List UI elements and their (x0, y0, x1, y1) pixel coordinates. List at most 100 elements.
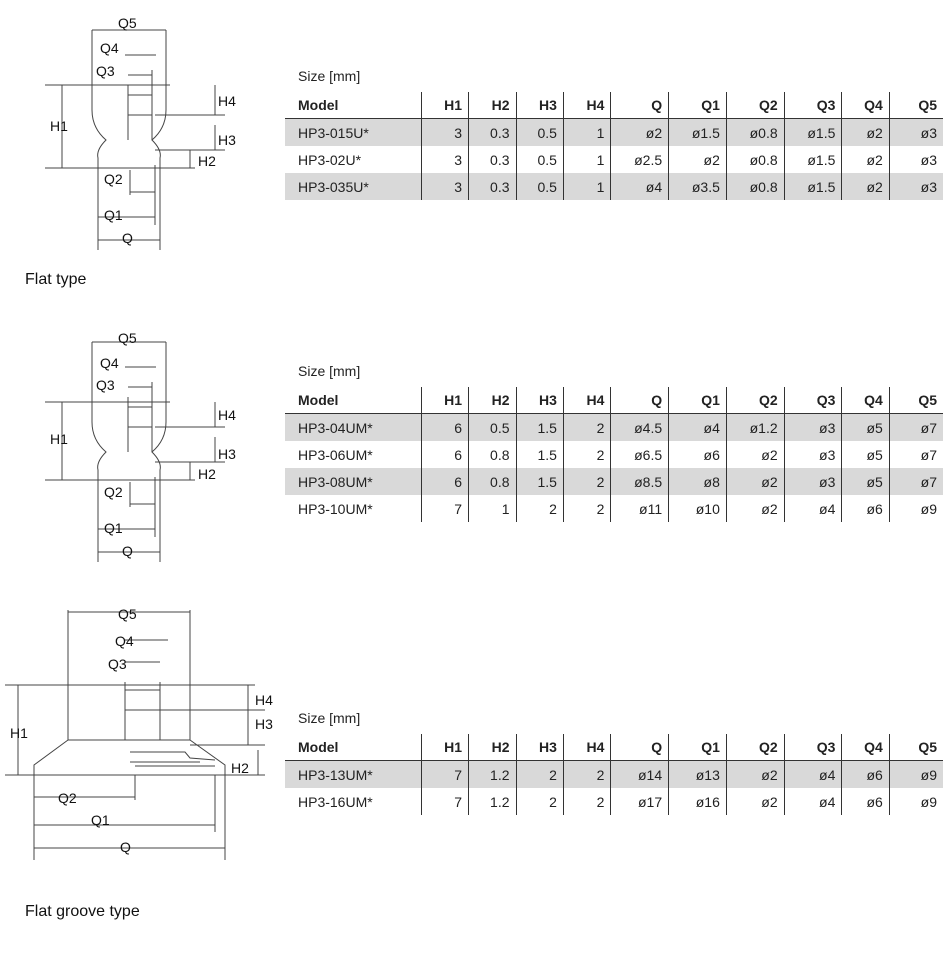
cell-h2: 0.3 (468, 118, 516, 146)
cell-h3: 1.5 (515, 468, 564, 495)
cell-q2: ø1.2 (725, 413, 785, 441)
header-h3: H3 (515, 387, 564, 414)
header-model: Model (285, 387, 422, 414)
dim-q4: Q4 (115, 633, 134, 649)
dim-h3: H3 (255, 716, 273, 732)
cell-model: HP3-16UM* (298, 793, 373, 810)
header-q3: Q3 (783, 92, 842, 119)
table-row: HP3-13UM* 7 1.2 2 2 ø14 ø13 ø2 ø4 ø6 ø9 (285, 760, 943, 788)
dim-h3: H3 (218, 132, 236, 148)
cell-model: HP3-035U* (285, 173, 422, 200)
cell-h3: 1.5 (515, 413, 564, 441)
section-caption-flat: Flat type (25, 271, 87, 288)
cell-q: ø14 (610, 760, 669, 788)
dim-q4: Q4 (100, 355, 119, 371)
flat-type-m-diagram: Q5 Q4 Q3 H4 H1 H3 H2 Q2 Q1 Q (0, 312, 280, 572)
cell-h2: 1 (468, 495, 516, 522)
cell-h2: 1.2 (468, 760, 516, 788)
cell-q: ø11 (610, 495, 669, 522)
spec-table-flat: Size [mm] Model H1 H2 H3 H4 Q Q1 Q2 Q3 Q… (285, 68, 943, 200)
size-label: Size [mm] (298, 710, 361, 726)
cell-q3: ø3 (783, 413, 842, 441)
cell-q: ø2 (610, 118, 669, 146)
cell-model: HP3-13UM* (285, 760, 422, 788)
dim-q1: Q1 (104, 520, 123, 536)
table-row: HP3-02U* 3 0.3 0.5 1 ø2.5 ø2 ø0.8 ø1.5 ø… (285, 146, 943, 173)
cell-h3: 0.5 (515, 118, 564, 146)
dim-q: Q (122, 543, 133, 559)
cell-model: HP3-015U* (285, 118, 422, 146)
cell-q3: ø3 (783, 468, 842, 495)
cell-h1: 7 (420, 760, 469, 788)
cell-q4: ø6 (841, 760, 890, 788)
header-q4: Q4 (841, 734, 890, 761)
cell-q3: ø1.5 (783, 146, 842, 173)
header-q: Q (610, 387, 669, 414)
cell-q5: ø3 (888, 146, 943, 173)
cell-q1: ø6 (668, 441, 727, 468)
cell-h4: 2 (562, 468, 611, 495)
cell-q2: ø2 (725, 760, 785, 788)
table-row: HP3-06UM* 6 0.8 1.5 2 ø6.5 ø6 ø2 ø3 ø5 ø… (285, 441, 943, 468)
cell-q3: ø4 (783, 495, 842, 522)
table-header-row: Model H1 H2 H3 H4 Q Q1 Q2 Q3 Q4 Q5 (285, 387, 943, 414)
header-h1: H1 (420, 734, 469, 761)
cell-q: ø8.5 (610, 468, 669, 495)
cell-q3: ø1.5 (783, 173, 842, 200)
cell-h2: 0.5 (468, 413, 516, 441)
cell-q5: ø7 (888, 413, 943, 441)
cell-q4: ø5 (841, 441, 890, 468)
cell-h4: 2 (562, 760, 611, 788)
header-q5: Q5 (888, 387, 943, 414)
cell-q3: ø4 (783, 788, 842, 815)
cell-h3: 0.5 (515, 146, 564, 173)
header-h4: H4 (562, 734, 611, 761)
dim-h3: H3 (218, 446, 236, 462)
cell-q1: ø4 (668, 413, 727, 441)
cell-h4: 2 (562, 441, 611, 468)
cell-q5: ø7 (888, 441, 943, 468)
cell-q1: ø16 (668, 788, 727, 815)
table-row: HP3-04UM* 6 0.5 1.5 2 ø4.5 ø4 ø1.2 ø3 ø5… (285, 413, 943, 441)
table-row: HP3-035U* 3 0.3 0.5 1 ø4 ø3.5 ø0.8 ø1.5 … (285, 173, 943, 200)
header-q: Q (610, 734, 669, 761)
header-q2: Q2 (725, 92, 785, 119)
cell-q5: ø9 (888, 788, 943, 815)
dim-h2: H2 (231, 760, 249, 776)
header-q2: Q2 (725, 734, 785, 761)
header-h1: H1 (420, 92, 469, 119)
table-row: HP3-015U* 3 0.3 0.5 1 ø2 ø1.5 ø0.8 ø1.5 … (285, 118, 943, 146)
cell-q: ø2.5 (610, 146, 669, 173)
cell-q5: ø3 (888, 118, 943, 146)
cell-q2: ø2 (725, 441, 785, 468)
dimension-table: Model H1 H2 H3 H4 Q Q1 Q2 Q3 Q4 Q5 HP3-0… (285, 387, 943, 522)
dim-q2: Q2 (104, 484, 123, 500)
header-q5: Q5 (888, 92, 943, 119)
cell-q3: ø3 (783, 441, 842, 468)
cell-h3: 2 (515, 495, 564, 522)
header-q4: Q4 (841, 387, 890, 414)
cell-q4: ø5 (841, 468, 890, 495)
cell-h3: 2 (515, 788, 564, 815)
table-row: HP3-16UM* 7 1.2 2 2 ø17 ø16 ø2 ø4 ø6 ø9 (285, 788, 943, 815)
header-model: Model (285, 92, 422, 119)
dim-h1: H1 (10, 725, 28, 741)
cell-h3: 0.5 (515, 173, 564, 200)
cell-h2: 0.8 (468, 441, 516, 468)
cell-h1: 6 (420, 468, 469, 495)
header-q1: Q1 (668, 734, 727, 761)
section-caption-flat-groove: Flat groove type (25, 903, 140, 920)
cell-h4: 1 (562, 146, 611, 173)
dim-q: Q (120, 839, 131, 855)
dim-q3: Q3 (108, 656, 127, 672)
cell-q1: ø1.5 (668, 118, 727, 146)
cell-model: HP3-08UM* (285, 468, 422, 495)
dim-q2: Q2 (104, 171, 123, 187)
cell-h1: 3 (420, 173, 469, 200)
cell-q4: ø2 (841, 146, 890, 173)
cell-model: HP3-04UM* (285, 413, 422, 441)
dim-h2: H2 (198, 153, 216, 169)
cell-q2: ø0.8 (725, 118, 785, 146)
size-label: Size [mm] (298, 363, 361, 379)
cell-q4: ø2 (841, 173, 890, 200)
